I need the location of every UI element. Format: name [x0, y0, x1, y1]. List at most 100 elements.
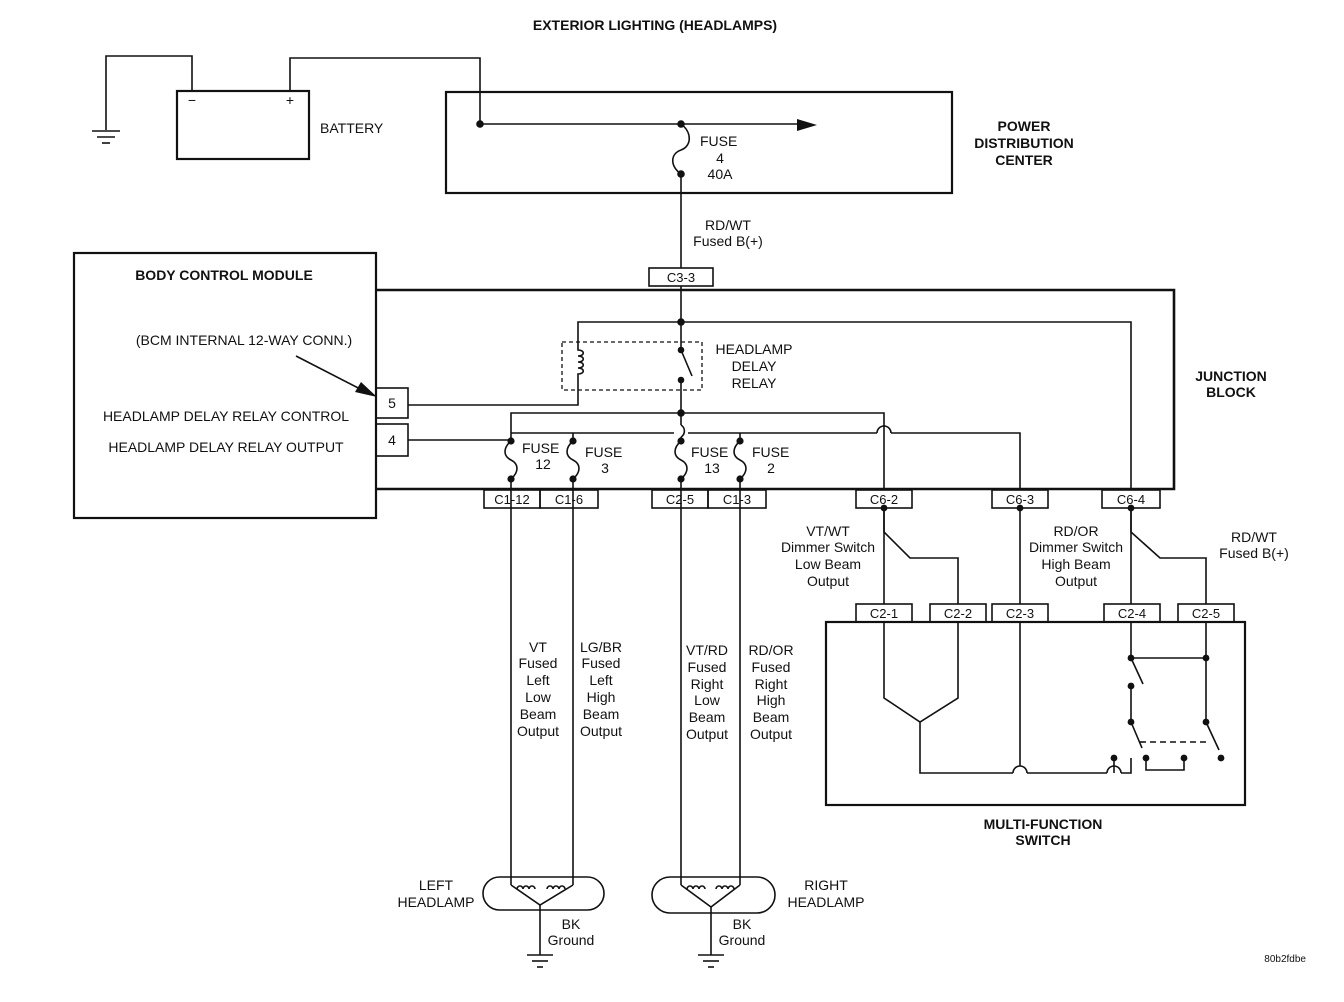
junction-block-label-line1: JUNCTION	[1195, 368, 1267, 384]
bcm-internal-connector-label: (BCM INTERNAL 12-WAY CONN.)	[136, 332, 352, 348]
bcm-pointer-arrow-icon	[355, 382, 377, 397]
rdor-wire-label: RD/OR Fused Right High Beam Output	[748, 642, 793, 742]
left-headlamp-label-1: LEFT	[419, 877, 454, 893]
connector-c6-3-label: C6-3	[1006, 492, 1034, 507]
fuse-4-rating: 40A	[708, 166, 734, 182]
c6-4-dot	[1127, 504, 1135, 512]
connector-c6-2-label: C6-2	[870, 492, 898, 507]
rdor-dimmer-wire-label-2: Dimmer Switch	[1029, 539, 1123, 555]
lgbr-wire-label-4: High	[587, 689, 616, 705]
relay-output-bus-left	[510, 412, 681, 441]
vtwt-wire-label: VT/WT Dimmer Switch Low Beam Output	[781, 523, 875, 589]
right-ground-label-2: Ground	[719, 932, 766, 948]
rdwt-b-plus-wire-label: RD/WT Fused B(+)	[1219, 529, 1289, 561]
connector-c2-5-jb-label: C2-5	[666, 492, 694, 507]
fuse-4-number: 4	[716, 150, 724, 166]
left-ground-icon	[527, 954, 553, 968]
connector-c3-3-label: C3-3	[667, 270, 695, 285]
vtrd-wire-label: VT/RD Fused Right Low Beam Output	[686, 642, 728, 742]
lgbr-wire-label-2: Fused	[582, 655, 621, 671]
rdor-dimmer-wire-label-3: High Beam	[1041, 556, 1110, 572]
lgbr-wire-label-3: Left	[589, 672, 612, 688]
mfs-switch-arm-3	[1205, 721, 1220, 751]
relay-switch-icon	[680, 349, 693, 377]
lgbr-wire-label-6: Output	[580, 723, 622, 739]
fuse-3-label: FUSE	[585, 444, 622, 460]
junction-block-outline	[376, 288, 1176, 491]
right-ground-label-1: BK	[733, 916, 752, 932]
rdwt-b-plus-wire-label-1: RD/WT	[1231, 529, 1277, 545]
c6-2-dot	[880, 504, 888, 512]
connector-c2-3-label: C2-3	[1006, 606, 1034, 621]
right-headlamp-label-1: RIGHT	[804, 877, 848, 893]
left-headlamp-filament-coils	[516, 885, 566, 890]
bcm-pin4-number: 4	[388, 432, 396, 448]
fuse-12-number: 12	[535, 456, 551, 472]
vt-wire-label-4: Low	[525, 689, 552, 705]
fuse-2-number: 2	[767, 460, 775, 476]
relay-coil-feed-wire	[577, 321, 681, 342]
rdwt-fused-b-plus-wire	[1130, 508, 1207, 604]
fuse-13-number: 13	[704, 460, 720, 476]
vtwt-dimmer-low-beam-wire	[883, 508, 959, 604]
mfs-switch-arm-2	[1130, 721, 1143, 749]
left-headlamp: LEFT HEADLAMP	[397, 876, 605, 911]
rdwt-b-plus-wire-label-2: Fused B(+)	[1219, 545, 1289, 561]
connector-c1-3	[707, 489, 767, 509]
bcm-pointer-arrow	[295, 355, 367, 393]
vtrd-wire-label-4: Low	[694, 692, 721, 708]
connector-c1-6-label: C1-6	[555, 492, 583, 507]
vt-wire-label-2: Fused	[519, 655, 558, 671]
lgbr-wire-label: LG/BR Fused Left High Beam Output	[580, 639, 622, 739]
relay-label-line2: DELAY	[732, 358, 778, 374]
right-headlamp-label-2: HEADLAMP	[787, 894, 864, 910]
connector-c1-3-label: C1-3	[723, 492, 751, 507]
connector-c2-1-label: C2-1	[870, 606, 898, 621]
multi-function-switch-box	[824, 620, 1247, 807]
fuse-12-label: FUSE	[522, 440, 559, 456]
mfs-switch-arm-1	[1130, 657, 1144, 685]
rdor-wire-label-5: Beam	[753, 709, 790, 725]
relay-output-bus-right	[681, 412, 885, 490]
mfs-dot-9	[1217, 754, 1225, 762]
feed-wire-color: RD/WT	[705, 217, 751, 233]
battery-body	[175, 89, 311, 161]
rdor-wire-label-3: Right	[755, 676, 788, 692]
rdor-dimmer-wire-label-4: Output	[1055, 573, 1097, 589]
left-headlamp-body	[482, 876, 605, 911]
connector-c2-2-label: C2-2	[944, 606, 972, 621]
vtrd-wire-label-5: Beam	[689, 709, 726, 725]
fuse-13: FUSE 13	[674, 437, 728, 483]
c6-3-dot	[1016, 504, 1024, 512]
vt-wire-label: VT Fused Left Low Beam Output	[517, 639, 559, 739]
mfs-low-beam-y-junction	[883, 622, 959, 723]
mfs-contact-wire-2	[1145, 758, 1185, 771]
right-headlamp: RIGHT HEADLAMP	[651, 876, 865, 914]
vt-wire-label-5: Beam	[520, 706, 557, 722]
bcm-pin5-label: HEADLAMP DELAY RELAY CONTROL	[103, 408, 349, 424]
relay-coil-icon	[408, 342, 585, 406]
feed-wire-desc: Fused B(+)	[693, 233, 763, 249]
fuse-2-label: FUSE	[752, 444, 789, 460]
bcm-output-bus-c	[891, 432, 1021, 490]
mfs-internal-wire-right	[1121, 758, 1132, 774]
relay-label-line1: HEADLAMP	[715, 341, 792, 357]
vtwt-wire-label-2: Dimmer Switch	[781, 539, 875, 555]
connector-c1-12-label: C1-12	[494, 492, 529, 507]
pdc-splice-dot	[476, 120, 484, 128]
junction-block-label-line2: BLOCK	[1206, 384, 1256, 400]
diagram-title: EXTERIOR LIGHTING (HEADLAMPS)	[533, 17, 777, 33]
mfs-label-line2: SWITCH	[1015, 832, 1070, 848]
fuse-12-icon	[504, 440, 518, 480]
diagram-code: 80b2fdbe	[1264, 954, 1306, 965]
bcm-pin5-box	[375, 387, 409, 419]
vtrd-wire-label-3: Right	[691, 676, 724, 692]
rdor-wire-label-1: RD/OR	[748, 642, 793, 658]
left-headlamp-label-2: HEADLAMP	[397, 894, 474, 910]
connector-group-c2-5-c1-3: C2-5 C1-3	[651, 489, 767, 509]
fuse-4-label: FUSE	[700, 133, 737, 149]
connector-c2-4	[1103, 603, 1161, 623]
rdor-wire-label-2: Fused	[752, 659, 791, 675]
connector-c2-5-mfs-label: C2-5	[1192, 606, 1220, 621]
